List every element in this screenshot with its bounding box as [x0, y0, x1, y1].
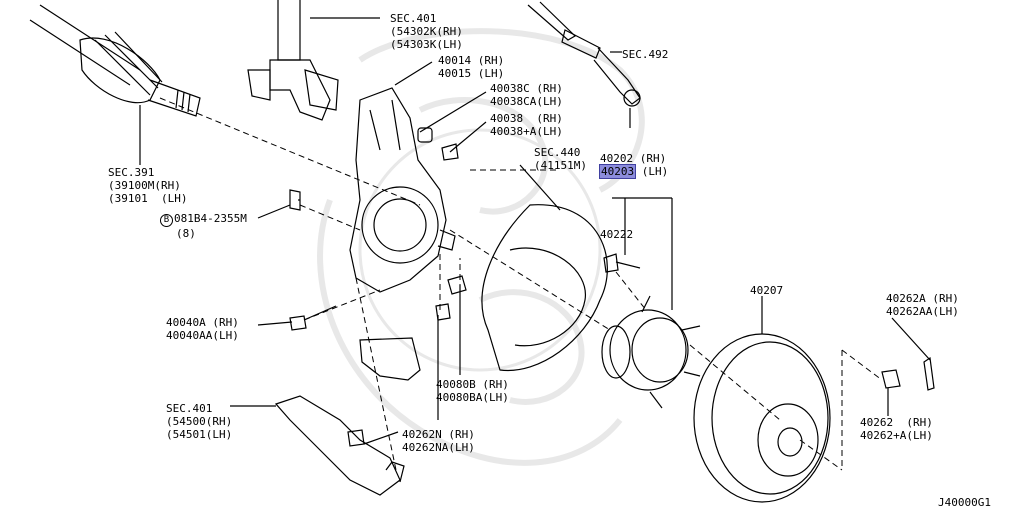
bolt-081b4-shape [289, 189, 301, 211]
label-line: 40038 (RH) [490, 112, 563, 125]
label-sec401-arm: SEC.401 (54500(RH) (54501(LH) [166, 402, 232, 441]
label-nut-40262n: 40262N (RH) 40262NA(LH) [402, 428, 475, 454]
label-line: 40080B (RH) [436, 378, 509, 391]
nut-40080-shape [447, 275, 467, 295]
label-line: (41151M) [534, 159, 587, 172]
b-circle-icon: B [160, 214, 173, 227]
label-line: 40262AA(LH) [886, 305, 959, 318]
label-sec440: SEC.440 (41151M) [534, 146, 587, 172]
nut-40262n-shape [347, 429, 365, 447]
label-nut-40262: 40262 (RH) 40262+A(LH) [860, 416, 933, 442]
label-line: SEC.391 [108, 166, 155, 179]
label-line: 40040A (RH) [166, 316, 239, 329]
label-line: 40262+A(LH) [860, 429, 933, 442]
label-sec492: SEC.492 [622, 48, 669, 61]
label-line: (39100M(RH) [108, 179, 181, 192]
label-line: 40040AA(LH) [166, 329, 239, 342]
label-bolt-40222: 40222 [600, 228, 634, 241]
label-line: 081B4-2355M [174, 212, 247, 225]
label-line: (LH) [635, 165, 669, 178]
bolt-40222-shape [603, 253, 641, 273]
highlighted-part-number[interactable]: 40203 [598, 164, 637, 179]
diagram-id: J40000G1 [938, 496, 991, 509]
label-line: SEC.440 [534, 146, 581, 159]
lower-arm [274, 337, 421, 496]
cotter-pin-shape [923, 356, 935, 391]
washer-shape [435, 303, 451, 321]
label-line: 40262A (RH) [886, 292, 959, 305]
strut [247, 0, 380, 121]
label-cotter-pin: 40262A (RH) 40262AA(LH) [886, 292, 959, 318]
label-line: 40038CA(LH) [490, 95, 563, 108]
lead-lines [230, 61, 931, 445]
drive-shaft [29, 4, 201, 165]
watermark [317, 28, 645, 466]
label-knuckle: 40014 (RH) 40015 (LH) [438, 54, 504, 80]
nut-40262-shape [881, 369, 901, 389]
label-line: 40080BA(LH) [436, 391, 509, 404]
brake-rotor [693, 333, 831, 503]
label-line: (8) [176, 227, 196, 240]
label-bolt-40040: 40040A (RH) 40040AA(LH) [166, 316, 239, 342]
tie-rod [527, 1, 641, 128]
label-line: 40038+A(LH) [490, 125, 563, 138]
label-line: (54501(LH) [166, 428, 233, 441]
label-bushing: 40038C (RH) 40038CA(LH) [490, 82, 563, 108]
label-line: (39101 (LH) [108, 192, 188, 205]
stud-shape [441, 143, 459, 161]
label-line: 40262 (RH) [860, 416, 933, 429]
label-line: 40014 (RH) [438, 54, 505, 67]
bushing-shape [417, 127, 433, 143]
label-line: (54500(RH) [166, 415, 233, 428]
steering-knuckle [349, 87, 456, 293]
label-hub: 40202 (RH) 40203 (LH) [598, 152, 669, 179]
label-line: 40262N (RH) [402, 428, 475, 441]
label-line: 40262NA(LH) [402, 441, 475, 454]
label-rotor: 40207 [750, 284, 784, 297]
label-line: (54303K(LH) [390, 38, 463, 51]
label-nut-40080: 40080B (RH) 40080BA(LH) [436, 378, 509, 404]
label-stud-40038: 40038 (RH) 40038+A(LH) [490, 112, 563, 138]
wheel-hub [601, 295, 701, 409]
label-line: 40015 (LH) [438, 67, 505, 80]
dashed-lines [159, 97, 883, 471]
label-sec391: SEC.391 (39100M(RH) (39101 (LH) [108, 166, 187, 205]
splash-shield [481, 204, 608, 372]
label-line: SEC.401 [166, 402, 213, 415]
label-line: SEC.401 [390, 12, 437, 25]
label-line: 40038C (RH) [490, 82, 563, 95]
label-line: 40202 (RH) [600, 152, 667, 165]
label-line: (54302K(RH) [390, 25, 463, 38]
label-sec401-strut: SEC.401 (54302K(RH) (54303K(LH) [390, 12, 463, 51]
